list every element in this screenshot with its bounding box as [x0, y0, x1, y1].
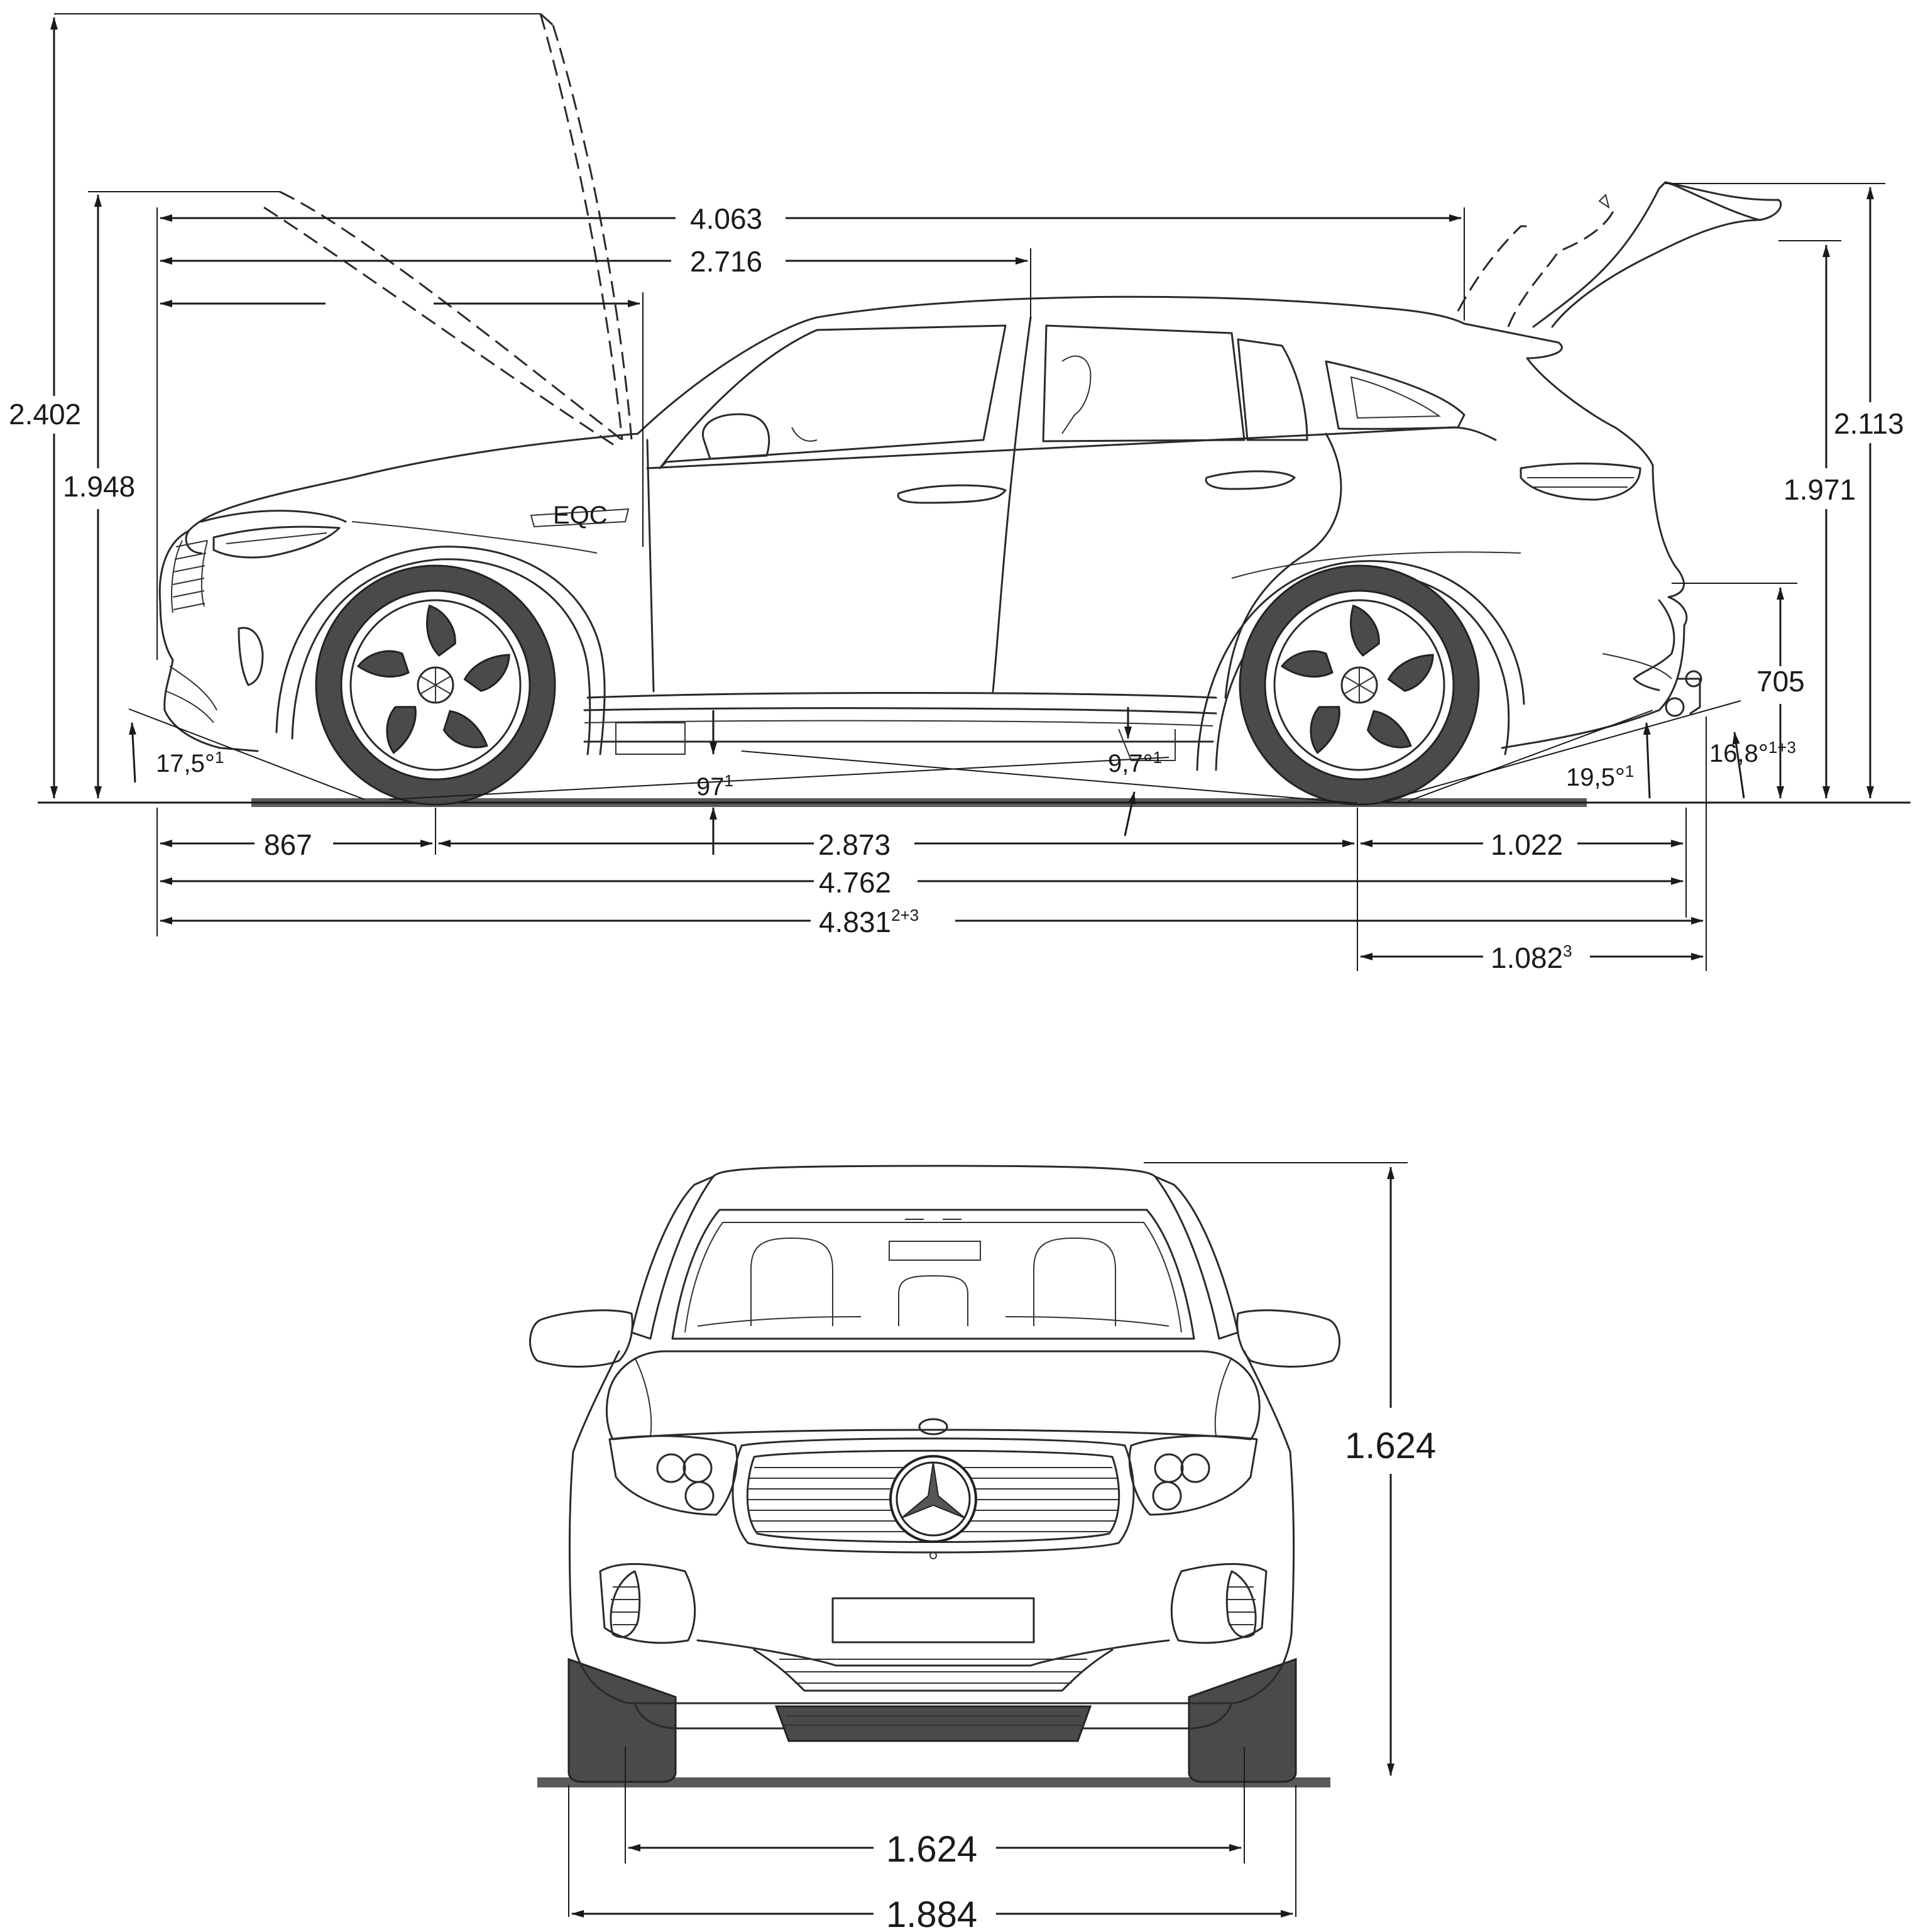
dim-overall-width: 1.884: [886, 1894, 977, 1929]
open-tailgate-outline: [1457, 181, 1782, 328]
rear-wheel: [1239, 564, 1480, 806]
dim-front-height: 1.624: [1345, 1425, 1436, 1466]
dim-height-hood-open: 2.402: [9, 398, 81, 431]
dim-wheelbase: 2.873: [818, 828, 890, 861]
front-body: [568, 1350, 1295, 1742]
side-view: EQC: [9, 13, 1910, 974]
dim-tailgate-lower: 1.971: [1783, 473, 1856, 506]
top-horizontal-dimensions: 4.063 2.716: [156, 202, 1465, 660]
open-hood-outline: [263, 13, 633, 447]
dim-overall-length: 4.762: [819, 866, 891, 899]
dim-ramp-angle: 9,7°1: [1108, 748, 1162, 777]
dim-front-overhang: 867: [264, 828, 312, 861]
left-air-intake: [610, 1570, 641, 1638]
dim-front-to-c-pillar: 4.063: [690, 202, 762, 235]
mercedes-star-emblem: [889, 1455, 977, 1543]
dim-load-sill-height: 705: [1756, 665, 1805, 698]
dim-overall-length-tow: 4.8312+3: [819, 906, 919, 938]
vertical-dimensions: 2.402 1.948 17,5°1 971 9,7°1 19,5°1 16,8…: [9, 13, 1904, 855]
dim-ground-clearance: 971: [696, 771, 733, 801]
right-air-intake: [1225, 1570, 1257, 1638]
dim-departure-angle-tow: 16,8°1+3: [1709, 738, 1796, 767]
dim-tailgate-open: 2.113: [1834, 407, 1904, 440]
dim-track-width: 1.624: [886, 1829, 977, 1870]
front-left-tyre: [567, 1657, 677, 1783]
dim-hood-height: 1.948: [63, 470, 135, 503]
front-wheel-spokes: [356, 604, 510, 754]
dim-front-to-b-pillar: 2.716: [690, 245, 762, 278]
dim-rear-overhang-tow: 1.0823: [1491, 941, 1572, 974]
dim-rear-overhang: 1.022: [1491, 828, 1563, 861]
dim-departure-angle: 19,5°1: [1566, 762, 1634, 791]
bottom-horizontal-dimensions: 867 2.873 1.022 4.762 4.8312+3 1.0823: [156, 716, 1707, 974]
front-dimensions: 1.624 1.624 1.884: [568, 1162, 1436, 1932]
eqc-badge-text: EQC: [553, 502, 608, 529]
dim-approach-angle: 17,5°1: [156, 748, 224, 777]
front-ground-bar: [537, 1777, 1330, 1787]
angle-lines: [128, 700, 1741, 804]
front-view: 1.624 1.624 1.884: [529, 1162, 1436, 1932]
car-side-body: EQC: [158, 295, 1702, 771]
front-wheel: [315, 564, 556, 806]
rear-wheel-spokes: [1280, 604, 1434, 754]
front-right-tyre: [1188, 1657, 1297, 1783]
front-greenhouse: [630, 1165, 1239, 1340]
licence-plate: [831, 1597, 1035, 1644]
